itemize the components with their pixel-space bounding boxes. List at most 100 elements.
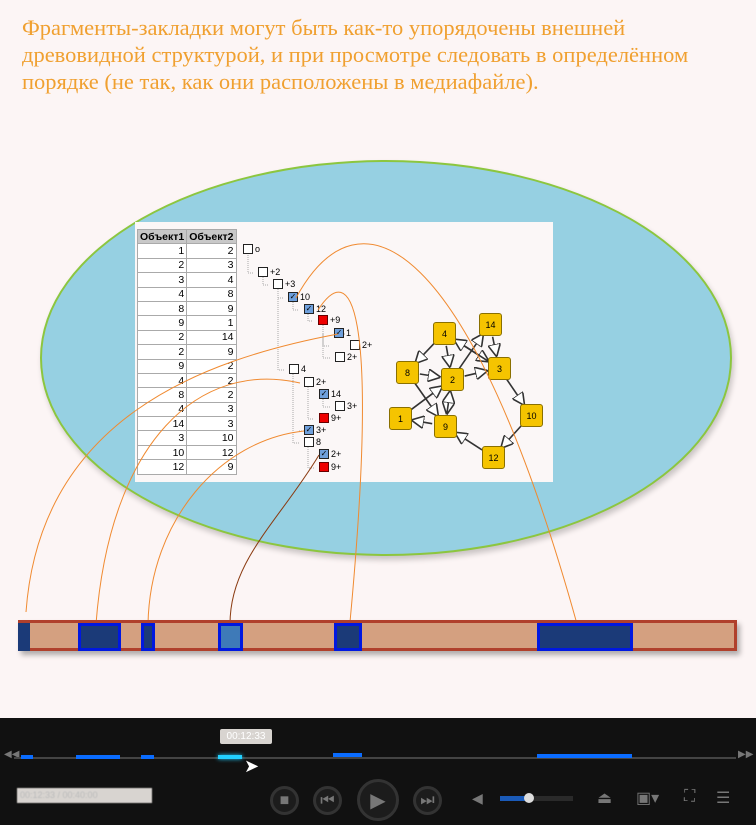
checkbox-icon[interactable] <box>289 364 299 374</box>
tree-item[interactable]: +2 <box>258 267 280 277</box>
tree-item[interactable]: 9+ <box>319 413 341 423</box>
table-cell: 3 <box>136 272 188 288</box>
tree-item[interactable]: 9+ <box>319 462 341 472</box>
tree-item[interactable]: ✓12 <box>304 304 326 314</box>
tree-item[interactable]: 2+ <box>304 377 326 387</box>
column-header: Объект2 <box>186 228 237 245</box>
volume-icon[interactable]: ◀ <box>472 790 483 806</box>
checkbox-icon[interactable] <box>318 315 328 325</box>
tree-item-label: 3+ <box>347 401 358 411</box>
bookmark-fragment[interactable] <box>537 623 633 651</box>
graph-edge <box>446 345 450 366</box>
checked-checkbox-icon[interactable]: ✓ <box>319 389 329 399</box>
time-display: 00:12:33 / 00:40:00 <box>17 788 152 803</box>
graph-edge <box>447 392 450 414</box>
tree-item[interactable]: 4 <box>289 364 306 374</box>
previous-button[interactable]: ⏮ <box>313 786 342 815</box>
graph-node: 8 <box>396 361 419 384</box>
bookmark-fragment[interactable] <box>78 623 121 651</box>
stop-button[interactable]: ■ <box>270 786 299 815</box>
table-cell: 4 <box>136 286 188 302</box>
checked-checkbox-icon[interactable]: ✓ <box>319 449 329 459</box>
graph-edge <box>458 335 482 369</box>
tree-item-label: +2 <box>270 267 281 277</box>
tree-item-label: 2+ <box>347 352 358 362</box>
graph-edge <box>419 374 439 377</box>
tree-item[interactable]: ✓10 <box>288 292 310 302</box>
checkbox-icon[interactable] <box>304 377 314 387</box>
camera-icon[interactable]: ▣▾ <box>636 790 660 807</box>
graph-edge <box>505 378 523 405</box>
tree-item[interactable]: ✓3+ <box>304 425 326 435</box>
tree-item[interactable]: 2+ <box>335 352 357 362</box>
checked-checkbox-icon[interactable]: ✓ <box>334 328 344 338</box>
checkbox-icon[interactable] <box>243 244 253 254</box>
bookmark-marker[interactable] <box>537 754 632 758</box>
tree-item-label: +3 <box>285 279 296 289</box>
skip-back-icon[interactable]: ◀◀ <box>4 749 20 760</box>
volume-slider[interactable] <box>500 793 573 803</box>
tree-item[interactable]: 8 <box>304 437 321 447</box>
graph-edge <box>502 424 523 448</box>
tree-item-label: 2+ <box>316 377 327 387</box>
tree-item-label: 9+ <box>331 462 342 472</box>
bookmark-marker[interactable] <box>333 753 362 757</box>
table-cell: 10 <box>136 444 188 461</box>
checked-checkbox-icon[interactable]: ✓ <box>288 292 298 302</box>
table-cell: 2 <box>136 257 188 274</box>
tree-item[interactable]: +3 <box>273 279 295 289</box>
tree-lines <box>247 255 345 469</box>
fullscreen-icon[interactable]: ⛶ <box>684 788 696 805</box>
table-cell: 8 <box>186 286 237 302</box>
tree-item[interactable]: ✓2+ <box>319 449 341 459</box>
bookmark-marker[interactable] <box>141 755 154 759</box>
next-button[interactable]: ⏭ <box>413 786 442 815</box>
tree-item[interactable]: ✓1 <box>334 328 351 338</box>
stop-icon: ■ <box>279 791 290 809</box>
tree-item[interactable]: 3+ <box>335 401 357 411</box>
time-tooltip: 00:12:33 <box>220 729 272 744</box>
bookmark-arcs <box>25 243 578 625</box>
playhead-marker[interactable] <box>218 755 242 759</box>
eject-icon[interactable]: ⏏ <box>597 790 613 807</box>
bookmark-fragment[interactable] <box>141 623 155 651</box>
skip-forward-icon[interactable]: ▶▶ <box>738 749 754 760</box>
tree-item[interactable]: o <box>243 244 260 254</box>
checkbox-icon[interactable] <box>258 267 268 277</box>
tree-item[interactable]: ✓14 <box>319 389 341 399</box>
seek-bar[interactable] <box>14 757 736 759</box>
graph-node: 4 <box>433 322 456 345</box>
checkbox-icon[interactable] <box>319 462 329 472</box>
table-cell: 9 <box>136 358 188 374</box>
checked-checkbox-icon[interactable]: ✓ <box>304 304 314 314</box>
checkbox-icon[interactable] <box>304 437 314 447</box>
checked-checkbox-icon[interactable]: ✓ <box>304 425 314 435</box>
checkbox-icon[interactable] <box>319 413 329 423</box>
bookmark-fragment-current[interactable] <box>218 623 243 651</box>
tree-item-label: 8 <box>316 437 322 447</box>
column-header: Объект1 <box>136 228 188 245</box>
tree-item-label: o <box>255 244 261 254</box>
checkbox-icon[interactable] <box>335 401 345 411</box>
next-icon: ⏭ <box>420 791 435 809</box>
checkbox-icon[interactable] <box>335 352 345 362</box>
bookmark-marker[interactable] <box>76 755 120 759</box>
tree-item[interactable]: +9 <box>318 315 340 325</box>
bookmark-fragment[interactable] <box>334 623 362 651</box>
table-cell: 4 <box>136 401 188 418</box>
graph-node: 9 <box>434 415 457 438</box>
checkbox-icon[interactable] <box>273 279 283 289</box>
bookmark-fragment[interactable] <box>18 623 30 651</box>
play-button[interactable]: ▶ <box>357 779 399 821</box>
play-icon: ▶ <box>370 789 386 812</box>
playlist-icon[interactable]: ☰ <box>716 790 731 807</box>
bookmark-marker[interactable] <box>21 755 33 759</box>
graph-edge <box>456 433 483 451</box>
